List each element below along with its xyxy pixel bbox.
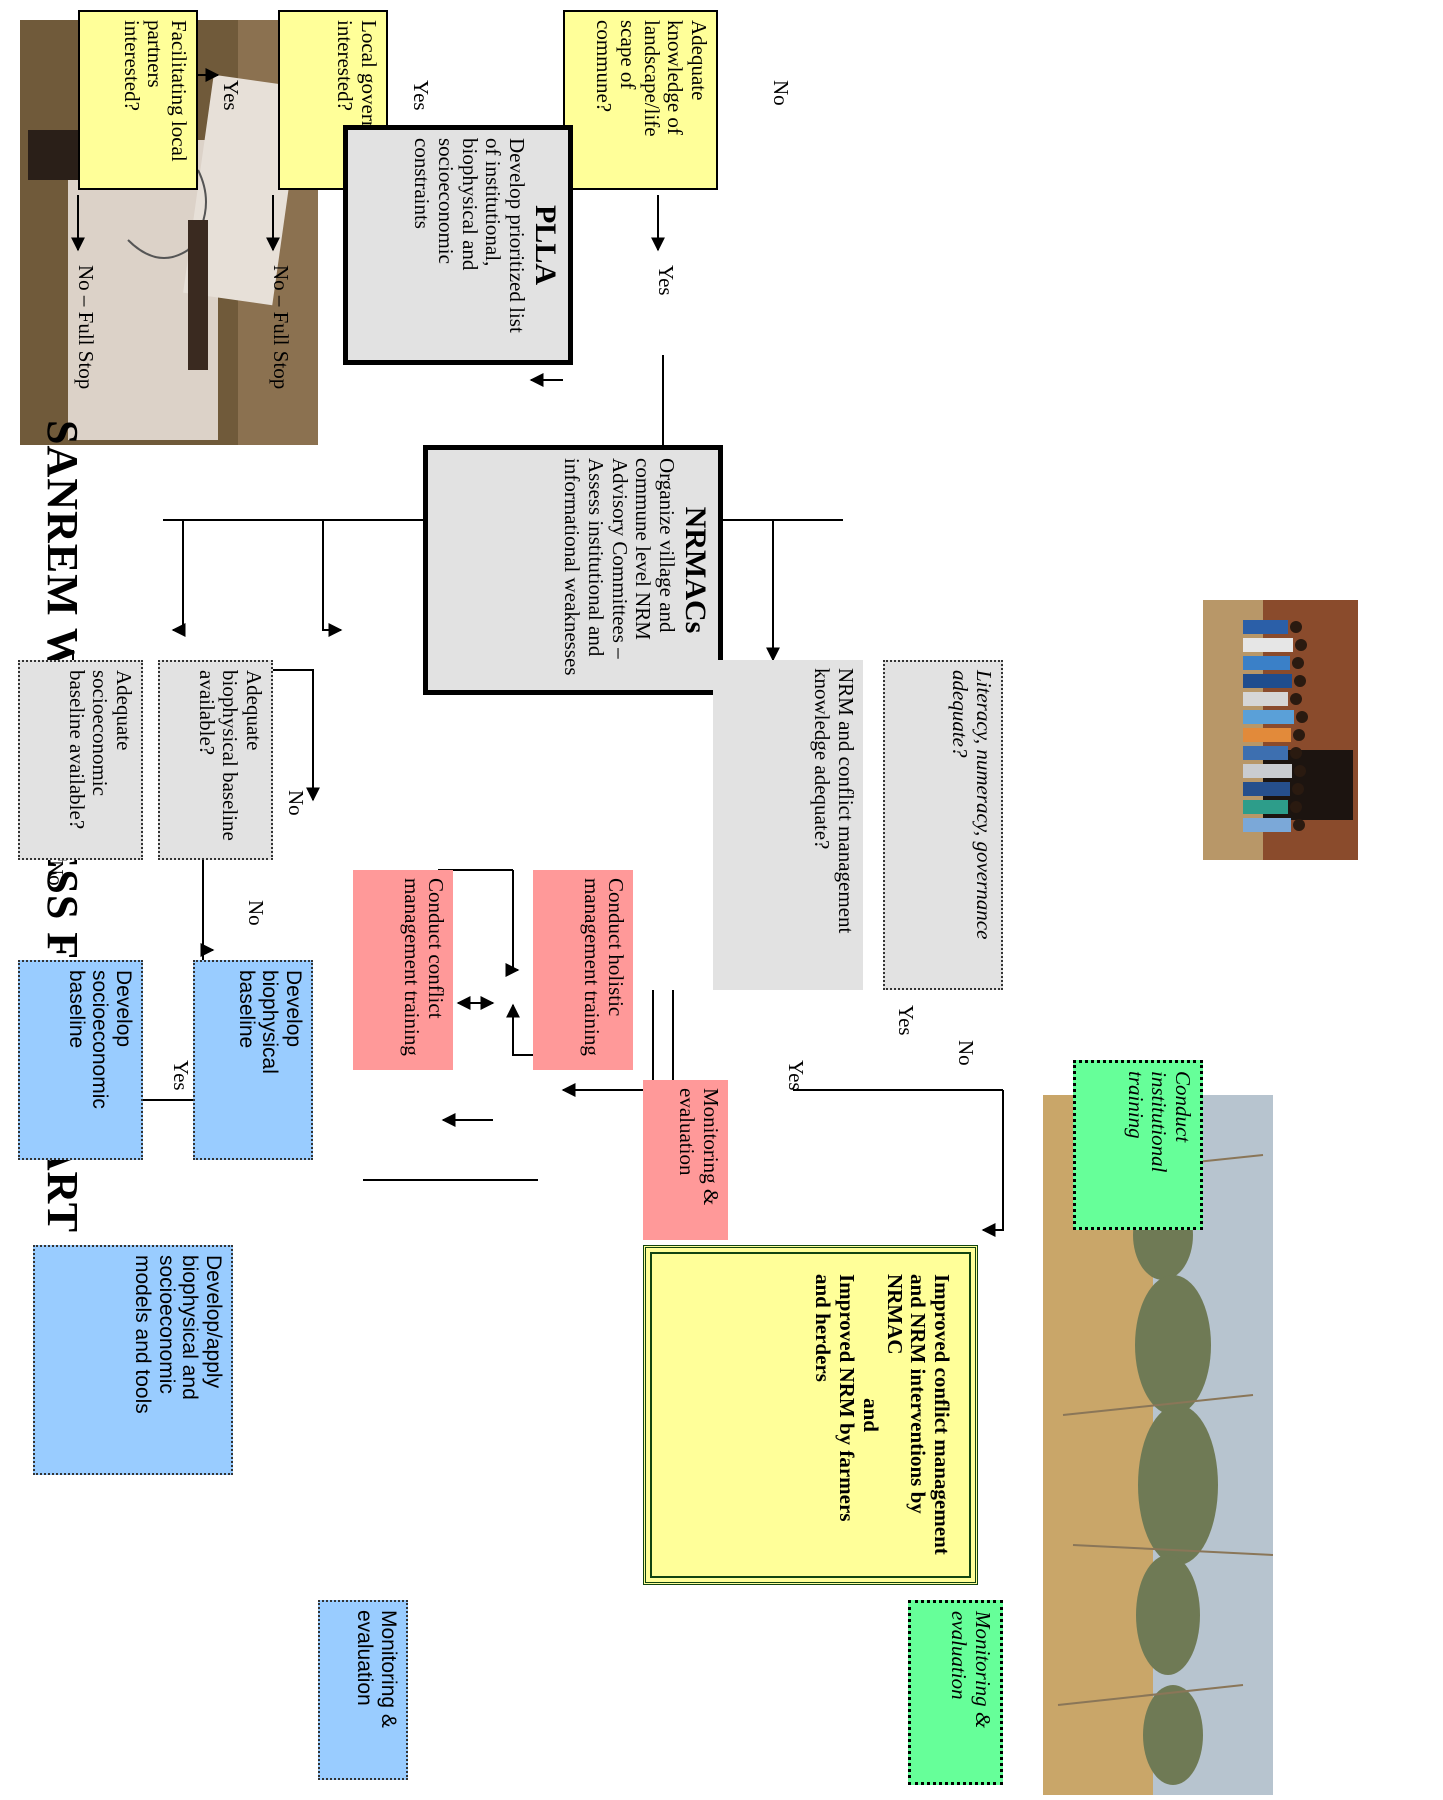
outcome-and: and [858, 1398, 883, 1432]
label-full-stop-1: No – Full Stop [74, 265, 98, 390]
develop-socioeconomic-baseline: Develop socioeconomic baseline [18, 960, 143, 1160]
conduct-conflict-training: Conduct conflict management training [353, 870, 453, 1070]
label-full-stop-2: No – Full Stop [269, 265, 293, 390]
outcome-line2: Improved NRM by farmers and herders [811, 1274, 860, 1522]
nrmacs-title: NRMACs [679, 506, 712, 634]
label-yes-landscape: Yes [654, 265, 678, 296]
develop-biophysical-baseline: Develop biophysical baseline [193, 960, 313, 1160]
label-no-literacy: No [954, 1040, 978, 1066]
label-no-nrm: No [284, 790, 308, 816]
label-yes-nrm: Yes [784, 1060, 808, 1091]
monitoring-blue: Monitoring & evaluation [318, 1600, 408, 1780]
label-yes-baseline: Yes [169, 1060, 193, 1091]
outcome-box: Improved conflict management and NRM int… [643, 1245, 978, 1585]
decision-nrm-knowledge: NRM and conflict management knowledge ad… [713, 660, 863, 990]
decision-biophysical: Adequate biophysical baseline available? [158, 660, 273, 860]
monitoring-pink: Monitoring & evaluation [643, 1080, 728, 1240]
label-no-socioeconomic: No [44, 860, 68, 886]
label-yes-2: Yes [409, 80, 433, 111]
monitoring-green: Monitoring & evaluation [908, 1600, 1003, 1785]
decision-facilitating: Facilitating local partners interested? [78, 10, 198, 190]
nrmacs-text: Organize village and commune level NRM A… [560, 458, 680, 676]
decision-literacy: Literacy, numeracy, governance adequate? [883, 660, 1003, 990]
label-yes-1: Yes [219, 80, 243, 111]
develop-models-tools: Develop/apply biophysical and socioecono… [33, 1245, 233, 1475]
label-no-landscape: No [769, 80, 793, 106]
conduct-institutional-training: Conduct institutional training [1073, 1060, 1203, 1230]
plla-text: Develop prioritized list of institutiona… [410, 138, 530, 333]
conduct-holistic-training: Conduct holistic management training [533, 870, 633, 1070]
label-yes-literacy: Yes [894, 1005, 918, 1036]
decision-socioeconomic: Adequate socioeconomic baseline availabl… [18, 660, 143, 860]
label-no-biophysical: No [244, 900, 268, 926]
decision-landscape: Adequate knowledge of landscape/life sca… [563, 10, 718, 190]
group-photo [1203, 600, 1358, 860]
plla-title: PLLA [529, 204, 562, 285]
outcome-line1: Improved conflict management and NRM int… [882, 1274, 954, 1555]
nrmacs-box: NRMACs Organize village and commune leve… [423, 445, 723, 695]
plla-box: PLLA Develop prioritized list of institu… [343, 125, 573, 365]
